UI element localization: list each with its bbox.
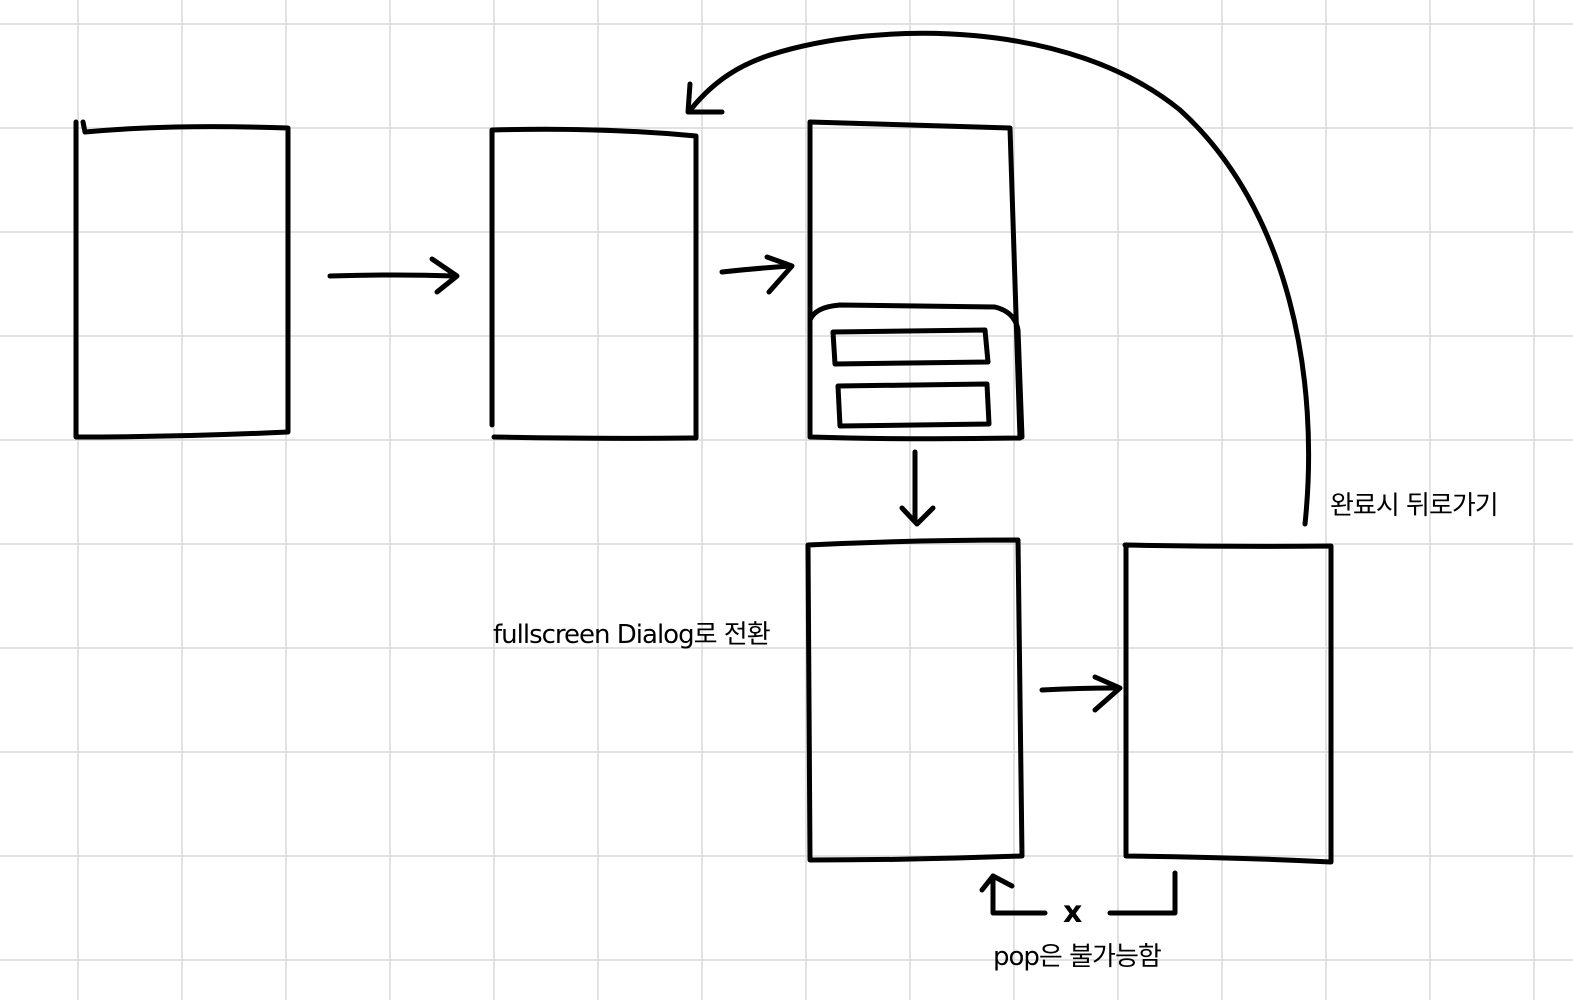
sheet-option-1 bbox=[830, 327, 991, 367]
screen-4-fullscreen-dialog bbox=[805, 537, 1025, 863]
label-return-on-complete: 완료시 뒤로가기 bbox=[1330, 491, 1498, 521]
arrow-screen3-to-screen4 bbox=[899, 449, 936, 527]
screen-1 bbox=[73, 119, 291, 440]
blocked-pop-bracket bbox=[979, 870, 1178, 916]
arrow-screen1-to-screen2 bbox=[327, 256, 460, 295]
arrow-screen4-to-screen5 bbox=[1039, 674, 1123, 713]
label-pop-impossible: pop은 불가능함 bbox=[993, 942, 1161, 972]
sheet-option-2 bbox=[835, 381, 992, 429]
screen-2 bbox=[489, 126, 699, 441]
blocked-x-mark: x bbox=[1063, 895, 1082, 930]
bottom-sheet bbox=[807, 302, 1025, 440]
return-arrow-to-screen2 bbox=[685, 30, 1312, 527]
screen-5 bbox=[1122, 542, 1334, 865]
arrow-screen2-to-screen3 bbox=[719, 254, 795, 295]
screen-3-with-bottom-sheet bbox=[807, 119, 1025, 442]
label-fullscreen-dialog: fullscreen Dialog로 전환 bbox=[493, 620, 770, 650]
